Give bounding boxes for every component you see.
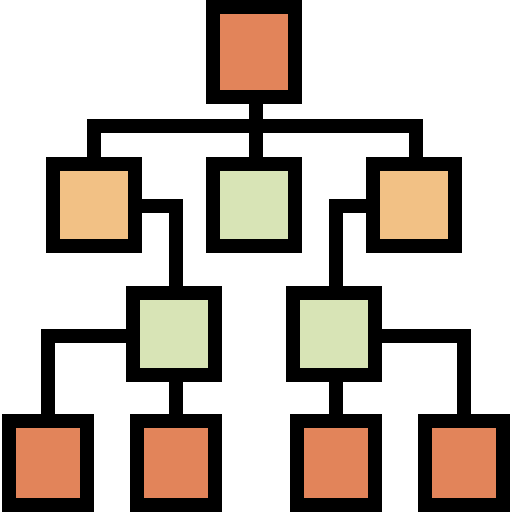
node-level2-left bbox=[126, 286, 222, 382]
node-fill bbox=[300, 300, 368, 368]
connector-level1-left-to-level2-left bbox=[135, 199, 183, 293]
connector-level2-right-to-level3-4 bbox=[375, 329, 471, 421]
node-fill bbox=[140, 300, 208, 368]
node-fill bbox=[16, 428, 80, 498]
connector-level1-right-to-level2-right bbox=[329, 199, 373, 293]
connector-level2-left-to-level3-1 bbox=[41, 329, 133, 421]
connector-root-to-level1-right bbox=[249, 119, 423, 164]
node-fill bbox=[60, 171, 128, 239]
node-level3-2 bbox=[130, 414, 222, 512]
node-level2-right bbox=[286, 286, 382, 382]
node-level1-center bbox=[206, 157, 302, 253]
node-level3-3 bbox=[290, 414, 382, 512]
node-level3-4 bbox=[418, 414, 510, 512]
node-fill bbox=[144, 428, 208, 498]
node-level3-1 bbox=[2, 414, 94, 512]
node-level1-left bbox=[46, 157, 142, 253]
node-fill bbox=[220, 14, 288, 90]
node-fill bbox=[304, 428, 368, 498]
node-fill bbox=[220, 171, 288, 239]
node-fill bbox=[432, 428, 496, 498]
node-fill bbox=[380, 171, 448, 239]
connector-root-to-level1-left bbox=[87, 97, 263, 164]
node-level1-right bbox=[366, 157, 462, 253]
node-root bbox=[206, 0, 302, 104]
connector-lines bbox=[41, 97, 471, 421]
